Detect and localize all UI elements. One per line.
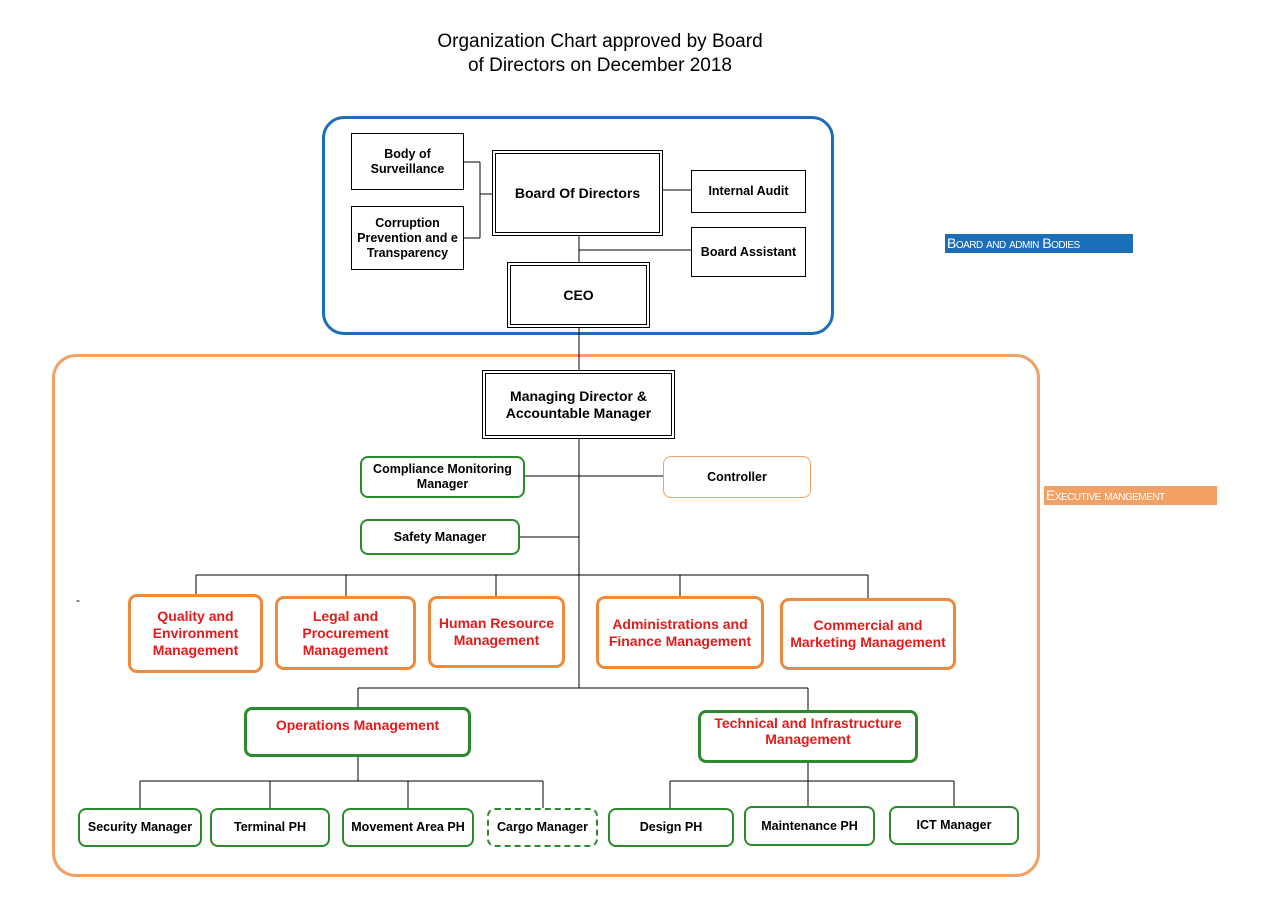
executive-group-frame (52, 354, 1040, 877)
managing-director-box: Managing Director & Accountable Manager (482, 370, 675, 439)
node-label: Maintenance PH (761, 818, 858, 833)
node-label: CEO (563, 286, 594, 303)
stray-dash-mark: - (76, 593, 80, 607)
node-label: Cargo Manager (497, 820, 588, 834)
node-label: Technical and Infrastructure Management (714, 715, 902, 747)
node-label: Commercial and Marketing Management (790, 617, 946, 650)
chart-title: Organization Chart approved by Board of … (0, 30, 1200, 78)
node-label: Design PH (639, 820, 703, 834)
terminal-ph-box: Terminal PH (210, 808, 330, 847)
commercial-and-marketing-management-box: Commercial and Marketing Management (780, 598, 956, 670)
maintenance-ph-box: Maintenance PH (744, 806, 875, 846)
internal-audit-box: Internal Audit (691, 170, 806, 213)
operations-management-box: Operations Management (244, 707, 471, 757)
node-label: Board Assistant (700, 244, 797, 259)
node-label: Terminal PH (233, 820, 306, 834)
node-label: Corruption Prevention and e Transparency (357, 215, 458, 260)
node-label: Board Of Directors (514, 184, 641, 201)
node-label: ICT Manager (916, 818, 992, 832)
node-label: Internal Audit (708, 184, 789, 198)
node-label: Human Resource Management (438, 615, 555, 648)
node-label: Managing Director & Accountable Manager (505, 387, 652, 421)
node-label: Legal and Procurement Management (302, 607, 389, 658)
node-label: Body of Surveillance (370, 146, 445, 176)
security-manager-box: Security Manager (78, 808, 202, 847)
quality-and-environment-management-box: Quality and Environment Management (128, 594, 263, 673)
technical-and-infrastructure-management-box: Technical and Infrastructure Management (698, 710, 918, 763)
board-of-directors-box: Board Of Directors (492, 150, 663, 236)
node-label: Movement Area PH (351, 820, 465, 834)
cargo-manager-box: Cargo Manager (487, 808, 598, 847)
node-label: Safety Manager (393, 529, 487, 544)
design-ph-box: Design PH (608, 808, 734, 847)
node-label: Quality and Environment Management (152, 608, 239, 658)
corruption-prevention-box: Corruption Prevention and e Transparency (351, 206, 464, 270)
board-group-frame (322, 116, 834, 335)
legal-and-procurement-management-box: Legal and Procurement Management (275, 596, 416, 670)
safety-manager-box: Safety Manager (360, 519, 520, 555)
movement-area-ph-box: Movement Area PH (342, 808, 474, 847)
controller-box: Controller (663, 456, 811, 498)
board-and-admin-bodies-label: Board and admin Bodies (945, 234, 1133, 253)
body-of-surveillance-box: Body of Surveillance (351, 133, 464, 190)
node-label: Controller (707, 469, 767, 484)
node-label: Operations Management (275, 717, 440, 733)
chart-title-line-2: of Directors on December 2018 (467, 55, 732, 76)
ceo-box: CEO (507, 262, 650, 328)
compliance-monitoring-manager-box: Compliance Monitoring Manager (360, 456, 525, 498)
human-resource-management-box: Human Resource Management (428, 596, 565, 668)
administrations-and-finance-management-box: Administrations and Finance Management (596, 596, 764, 669)
node-label: Security Manager (87, 820, 193, 834)
node-label: Administrations and Finance Management (608, 615, 752, 649)
node-label: Compliance Monitoring Manager (373, 462, 512, 491)
board-assistant-box: Board Assistant (691, 227, 806, 277)
executive-management-label: Executive mangement (1044, 486, 1217, 505)
ict-manager-box: ICT Manager (889, 806, 1019, 845)
chart-title-line-1: Organization Chart approved by Board (437, 31, 763, 52)
